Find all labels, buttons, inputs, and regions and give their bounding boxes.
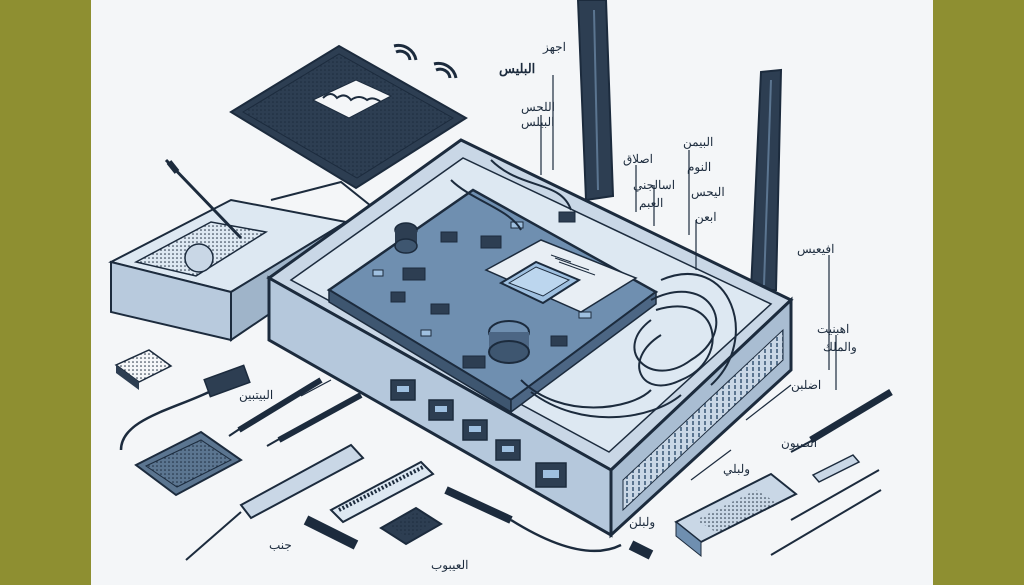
soldering-iron — [770, 388, 893, 556]
callout-label: ولبلن — [629, 515, 656, 529]
callout-label: والملك — [823, 340, 857, 354]
internal-cables — [450, 159, 737, 419]
small-chip — [114, 349, 173, 390]
callout-label: افيعيس — [797, 242, 835, 256]
callout-label: جنب — [269, 538, 292, 552]
antenna-right — [749, 68, 783, 291]
heatsink-module — [134, 430, 243, 497]
callout-label: اهبنيت — [817, 322, 850, 336]
callout-label: النوم — [687, 160, 712, 174]
callout-label: اجهز — [543, 40, 566, 54]
pin-header — [329, 460, 435, 524]
callout-label: البيلس — [521, 115, 555, 129]
ic-chip — [379, 506, 443, 546]
callout-label: البيمن — [683, 135, 714, 149]
callout-label: العيبوب — [431, 558, 469, 572]
main-circuit-board — [326, 188, 659, 414]
callout-label: ابعن — [695, 210, 717, 224]
callout-label: اليحس — [691, 185, 725, 199]
callout-leaders — [300, 75, 837, 481]
callout-label: اضلبن — [791, 378, 822, 392]
usb-cable — [119, 364, 251, 451]
ethernet-ports — [390, 379, 567, 488]
router-drawing — [108, 0, 893, 561]
left-frame-band — [0, 0, 91, 585]
callout-label: البيتبين — [239, 388, 274, 402]
antenna-left — [576, 0, 615, 202]
callout-label: العبم — [639, 196, 664, 210]
callout-label: الصيون — [781, 436, 818, 450]
callout-label: ولبلي — [723, 462, 751, 476]
callout-label: اسالجني — [633, 178, 676, 192]
callout-label: اصلاق — [623, 152, 653, 166]
tablet-lid — [229, 44, 468, 190]
callout-label: اللحس — [521, 100, 556, 114]
wifi-icon — [393, 44, 458, 79]
multimeter-probe — [185, 443, 365, 561]
probe-tools — [228, 377, 363, 447]
router-exploded-illustration: اجهز البليس اللحس البيلس اصلاق اسالجني ا… — [91, 0, 933, 585]
callout-label: البليس — [499, 62, 536, 77]
expansion-card — [674, 472, 798, 558]
right-frame-band — [933, 0, 1024, 585]
screwdriver — [303, 486, 654, 560]
